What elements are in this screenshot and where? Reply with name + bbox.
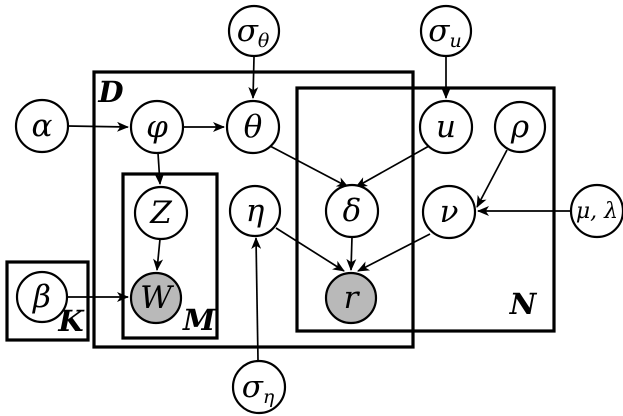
plate-M xyxy=(121,172,219,340)
node-theta xyxy=(225,99,281,155)
edge-v-to-r xyxy=(357,233,431,272)
node-rho-label: ρ xyxy=(510,109,529,145)
plate-M-label: M xyxy=(182,303,216,337)
edge-delta-to-r xyxy=(346,236,357,271)
node-Z-label: Z xyxy=(149,195,172,231)
node-alpha xyxy=(14,98,70,154)
edge-theta-to-delta xyxy=(269,145,349,188)
node-beta-label: β xyxy=(32,279,51,315)
node-u-label: u xyxy=(436,109,456,145)
edge-rho-to-v xyxy=(476,149,508,208)
node-sigma-u xyxy=(419,4,473,58)
node-r-label: r xyxy=(344,280,361,316)
edges-layer xyxy=(67,56,570,361)
node-eta xyxy=(228,184,282,238)
node-delta-label: δ xyxy=(343,193,362,229)
node-sigma-eta xyxy=(231,359,287,415)
node-u xyxy=(418,99,474,155)
edge-sigma-eta-to-eta xyxy=(251,237,262,361)
node-Z xyxy=(133,185,189,241)
edge-u-to-delta xyxy=(355,145,430,188)
edge-Z-to-W xyxy=(153,238,164,271)
plate-N xyxy=(295,86,556,333)
node-eta-label: η xyxy=(246,193,265,229)
node-W-label: W xyxy=(140,280,174,316)
node-sigma-u-label: σu xyxy=(428,13,461,52)
node-sigma-eta-label: ση xyxy=(242,369,275,408)
node-theta-label: θ xyxy=(244,109,263,145)
edge-sigma-theta-to-theta xyxy=(248,56,259,99)
plate-K xyxy=(5,260,90,342)
node-beta xyxy=(15,270,69,324)
node-v xyxy=(421,184,477,240)
plate-D-label: D xyxy=(97,75,123,109)
node-phi xyxy=(129,99,185,155)
node-sigma-theta-label: σθ xyxy=(237,13,270,52)
node-r xyxy=(324,271,378,325)
plate-N-label: N xyxy=(509,287,538,321)
edge-eta-to-r xyxy=(275,227,345,272)
node-rho xyxy=(493,100,547,154)
edge-phi-to-Z xyxy=(154,152,165,185)
node-sigma-theta xyxy=(227,4,281,58)
node-delta xyxy=(324,183,380,239)
node-alpha-label: α xyxy=(32,108,53,144)
node-phi-label: φ xyxy=(146,109,168,145)
node-W xyxy=(129,271,183,325)
node-mu-lambda-label: μ, λ xyxy=(576,199,618,224)
node-v-label: ν xyxy=(440,194,459,230)
node-mu-lambda xyxy=(569,183,623,239)
edge-alpha-to-phi xyxy=(67,121,129,132)
